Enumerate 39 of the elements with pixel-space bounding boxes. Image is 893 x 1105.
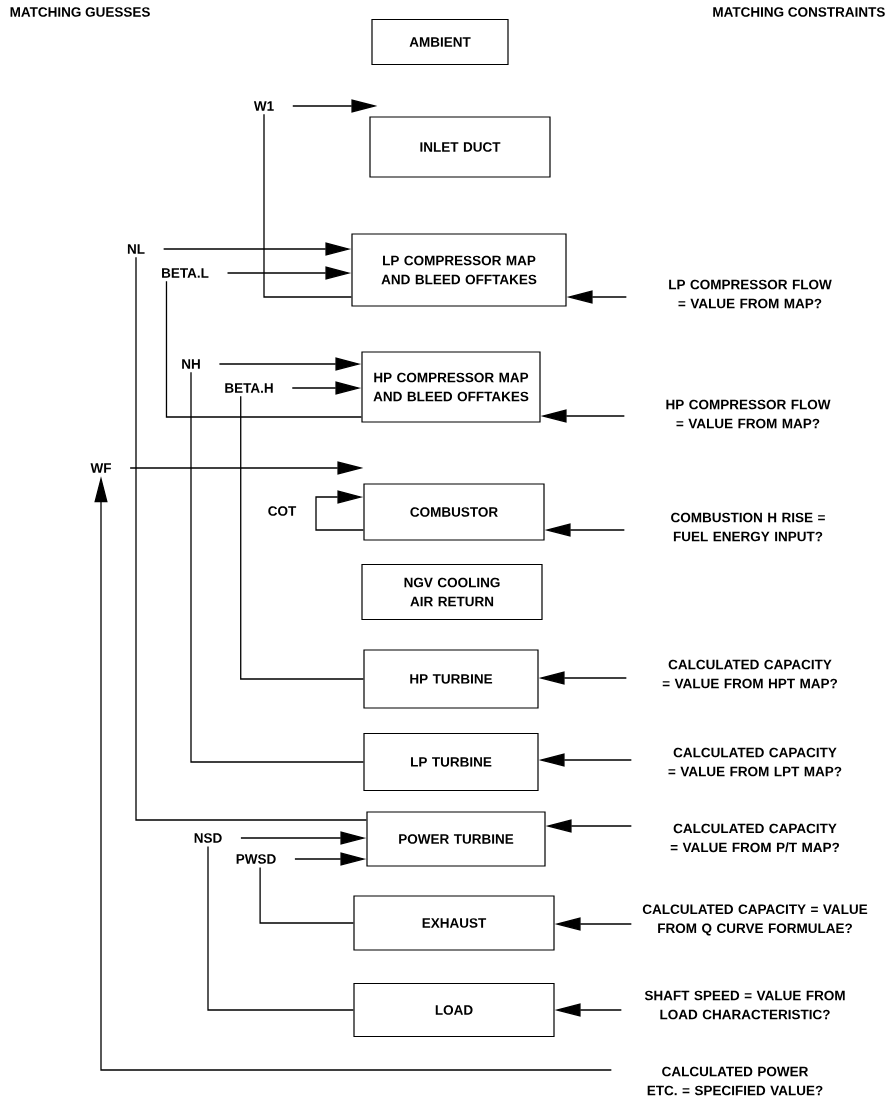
variable-label: PWSD <box>236 854 276 864</box>
process-box: LP TURBINE <box>363 732 539 792</box>
process-box: AMBIENT <box>371 18 509 66</box>
connector-line <box>259 866 355 924</box>
variable-label: BETA.H <box>225 383 273 393</box>
process-box: INLET DUCT <box>369 116 551 178</box>
process-box: NGV COOLING AIR RETURN <box>361 563 543 621</box>
process-box: LOAD <box>353 982 555 1038</box>
process-box: LP COMPRESSOR MAP AND BLEED OFFTAKES <box>351 233 567 307</box>
variable-label: BETA.L <box>162 268 209 278</box>
process-box: HP COMPRESSOR MAP AND BLEED OFFTAKES <box>361 351 541 423</box>
constraint-text: CALCULATED CAPACITY = VALUE FROM LPT MAP? <box>668 747 842 777</box>
constraint-text: CALCULATED CAPACITY = VALUE FROM P/T MAP? <box>670 823 839 853</box>
constraint-text: SHAFT SPEED = VALUE FROM LOAD CHARACTERISTIC? <box>644 990 845 1020</box>
column-heading: MATCHING CONSTRAINTS <box>713 7 885 17</box>
variable-label: W1 <box>253 101 274 111</box>
constraint-text: LP COMPRESSOR FLOW = VALUE FROM MAP? <box>669 279 832 309</box>
column-heading: MATCHING GUESSES <box>10 7 150 17</box>
variable-label: WF <box>90 463 111 473</box>
process-box: COMBUSTOR <box>363 483 545 541</box>
constraint-text: CALCULATED CAPACITY = VALUE FROM HPT MAP? <box>662 659 837 689</box>
variable-label: NSD <box>194 833 222 843</box>
connector-line <box>135 256 368 821</box>
constraint-text: COMBUSTION H RISE = FUEL ENERGY INPUT? <box>671 512 825 542</box>
connector-line <box>190 371 365 763</box>
connector-line <box>165 280 363 418</box>
arrow <box>315 490 365 531</box>
process-box: HP TURBINE <box>363 649 539 709</box>
process-box: POWER TURBINE <box>366 811 546 867</box>
connector-line <box>240 395 365 680</box>
constraint-text: HP COMPRESSOR FLOW = VALUE FROM MAP? <box>666 399 831 429</box>
constraint-text: CALCULATED CAPACITY = VALUE FROM Q CURVE FORMULAE? <box>642 904 868 936</box>
connector-line <box>207 845 355 1011</box>
connector-line <box>263 113 353 298</box>
variable-label: NL <box>127 244 145 254</box>
variable-label: NH <box>182 359 200 369</box>
edge-label: COT <box>265 504 299 518</box>
process-box: EXHAUST <box>353 895 555 951</box>
constraint-text: CALCULATED POWER ETC. = SPECIFIED VALUE? <box>647 1066 823 1096</box>
